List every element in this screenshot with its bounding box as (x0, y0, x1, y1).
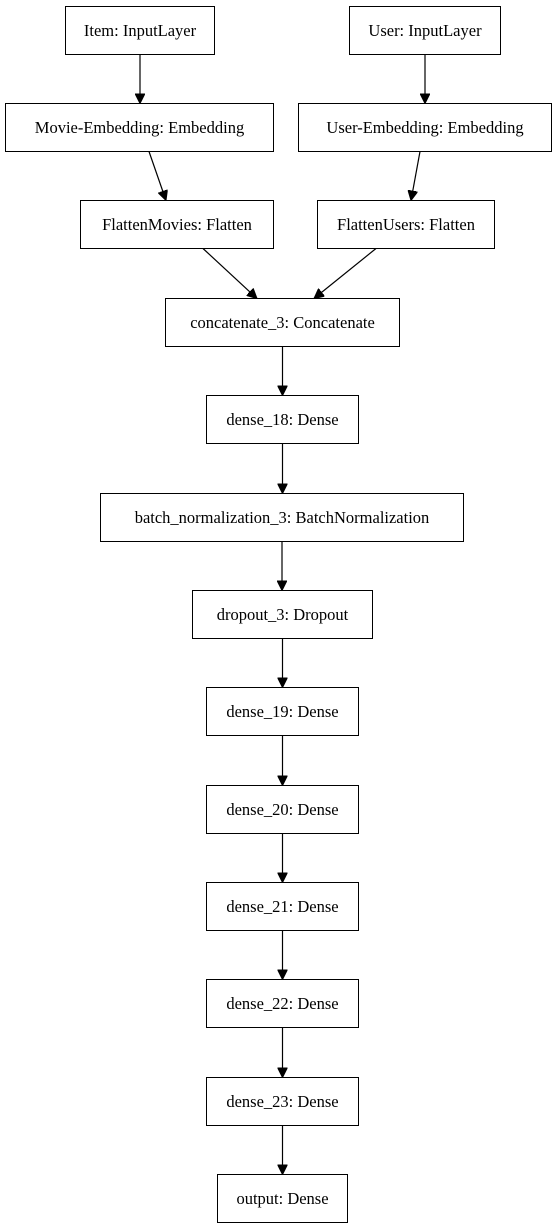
layer-node-flatten-movies: FlattenMovies: Flatten (80, 200, 274, 249)
layer-label: dense_20: Dense (226, 800, 338, 819)
layer-box (206, 979, 359, 1028)
layer-box (349, 6, 501, 55)
layer-box (80, 200, 274, 249)
layer-node-concatenate-3: concatenate_3: Concatenate (165, 298, 400, 347)
layer-label: output: Dense (236, 1189, 328, 1208)
layer-box (217, 1174, 348, 1223)
layer-label: dense_23: Dense (226, 1092, 338, 1111)
layer-box (192, 590, 373, 639)
layer-node-movie-embedding: Movie-Embedding: Embedding (5, 103, 274, 152)
layer-node-user-embedding: User-Embedding: Embedding (298, 103, 552, 152)
layer-node-flatten-users: FlattenUsers: Flatten (317, 200, 495, 249)
layer-label: FlattenMovies: Flatten (102, 215, 252, 234)
layer-box (206, 1077, 359, 1126)
layer-node-dense-20: dense_20: Dense (206, 785, 359, 834)
layer-label: batch_normalization_3: BatchNormalizatio… (135, 508, 430, 527)
layer-node-dense-19: dense_19: Dense (206, 687, 359, 736)
layer-node-output: output: Dense (217, 1174, 348, 1223)
layer-box (206, 785, 359, 834)
layer-label: dropout_3: Dropout (217, 605, 349, 624)
layer-node-dense-21: dense_21: Dense (206, 882, 359, 931)
layer-node-batch-normalization-3: batch_normalization_3: BatchNormalizatio… (100, 493, 464, 542)
layer-label: dense_22: Dense (226, 994, 338, 1013)
layer-label: User: InputLayer (368, 21, 482, 40)
layer-node-item-input: Item: InputLayer (65, 6, 215, 55)
layer-label: dense_18: Dense (226, 410, 338, 429)
layer-node-dropout-3: dropout_3: Dropout (192, 590, 373, 639)
layer-label: User-Embedding: Embedding (326, 118, 523, 137)
edge-arrow-user-embedding-to-flatten-users (411, 151, 421, 201)
layer-box (5, 103, 274, 152)
layer-box (298, 103, 552, 152)
layer-label: FlattenUsers: Flatten (337, 215, 475, 234)
edges-layer (140, 54, 425, 1175)
layer-node-dense-18: dense_18: Dense (206, 395, 359, 444)
nodes-layer: Item: InputLayer User: InputLayerMovie-Em… (5, 6, 552, 1223)
layer-box (165, 298, 400, 347)
layer-box (65, 6, 215, 55)
layer-box (206, 882, 359, 931)
layer-label: dense_19: Dense (226, 702, 338, 721)
layer-box (206, 395, 359, 444)
edge-arrow-flatten-users-to-concatenate-3 (314, 248, 377, 299)
edge-arrow-flatten-movies-to-concatenate-3 (202, 248, 257, 299)
layer-label: Item: InputLayer (84, 21, 197, 40)
edge-arrow-movie-embedding-to-flatten-movies (148, 151, 166, 201)
layer-node-dense-22: dense_22: Dense (206, 979, 359, 1028)
layer-box (100, 493, 464, 542)
layer-label: Movie-Embedding: Embedding (35, 118, 244, 137)
layer-label: concatenate_3: Concatenate (190, 313, 375, 332)
layer-box (317, 200, 495, 249)
layer-node-dense-23: dense_23: Dense (206, 1077, 359, 1126)
layer-label: dense_21: Dense (226, 897, 338, 916)
layer-box (206, 687, 359, 736)
layer-node-user-input: User: InputLayer (349, 6, 501, 55)
